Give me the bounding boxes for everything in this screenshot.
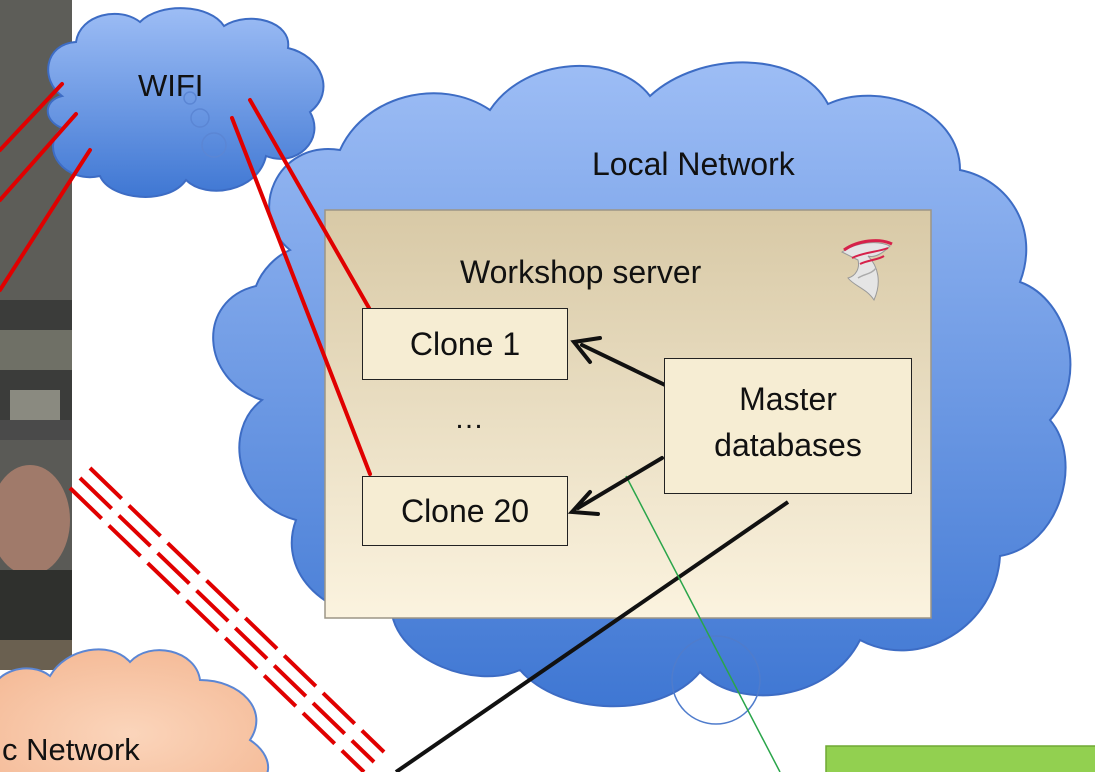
clone-1-box: Clone 1 xyxy=(362,308,568,380)
clone-20-label: Clone 20 xyxy=(400,493,530,529)
public-link-dashed xyxy=(68,466,386,772)
master-databases-line1: Master xyxy=(739,381,837,417)
server-label: Workshop server xyxy=(460,254,702,290)
wifi-label: WIFI xyxy=(138,68,204,103)
master-databases-box: Master databases xyxy=(664,358,912,494)
wifi-links xyxy=(0,82,372,476)
clone-20-box: Clone 20 xyxy=(362,476,568,546)
local-network-label: Local Network xyxy=(592,146,795,182)
master-public-link xyxy=(394,500,790,772)
green-link xyxy=(625,475,781,772)
green-box xyxy=(825,745,1095,772)
clone-ellipsis: … xyxy=(454,402,484,435)
wifi-cloud xyxy=(46,7,325,198)
clone-1-label: Clone 1 xyxy=(409,326,521,362)
sql-server-icon xyxy=(841,239,893,302)
clone-arrows xyxy=(567,336,667,516)
master-databases-line2: databases xyxy=(714,427,862,463)
public-network-cloud xyxy=(0,648,270,772)
public-network-label: c Network xyxy=(2,732,140,767)
